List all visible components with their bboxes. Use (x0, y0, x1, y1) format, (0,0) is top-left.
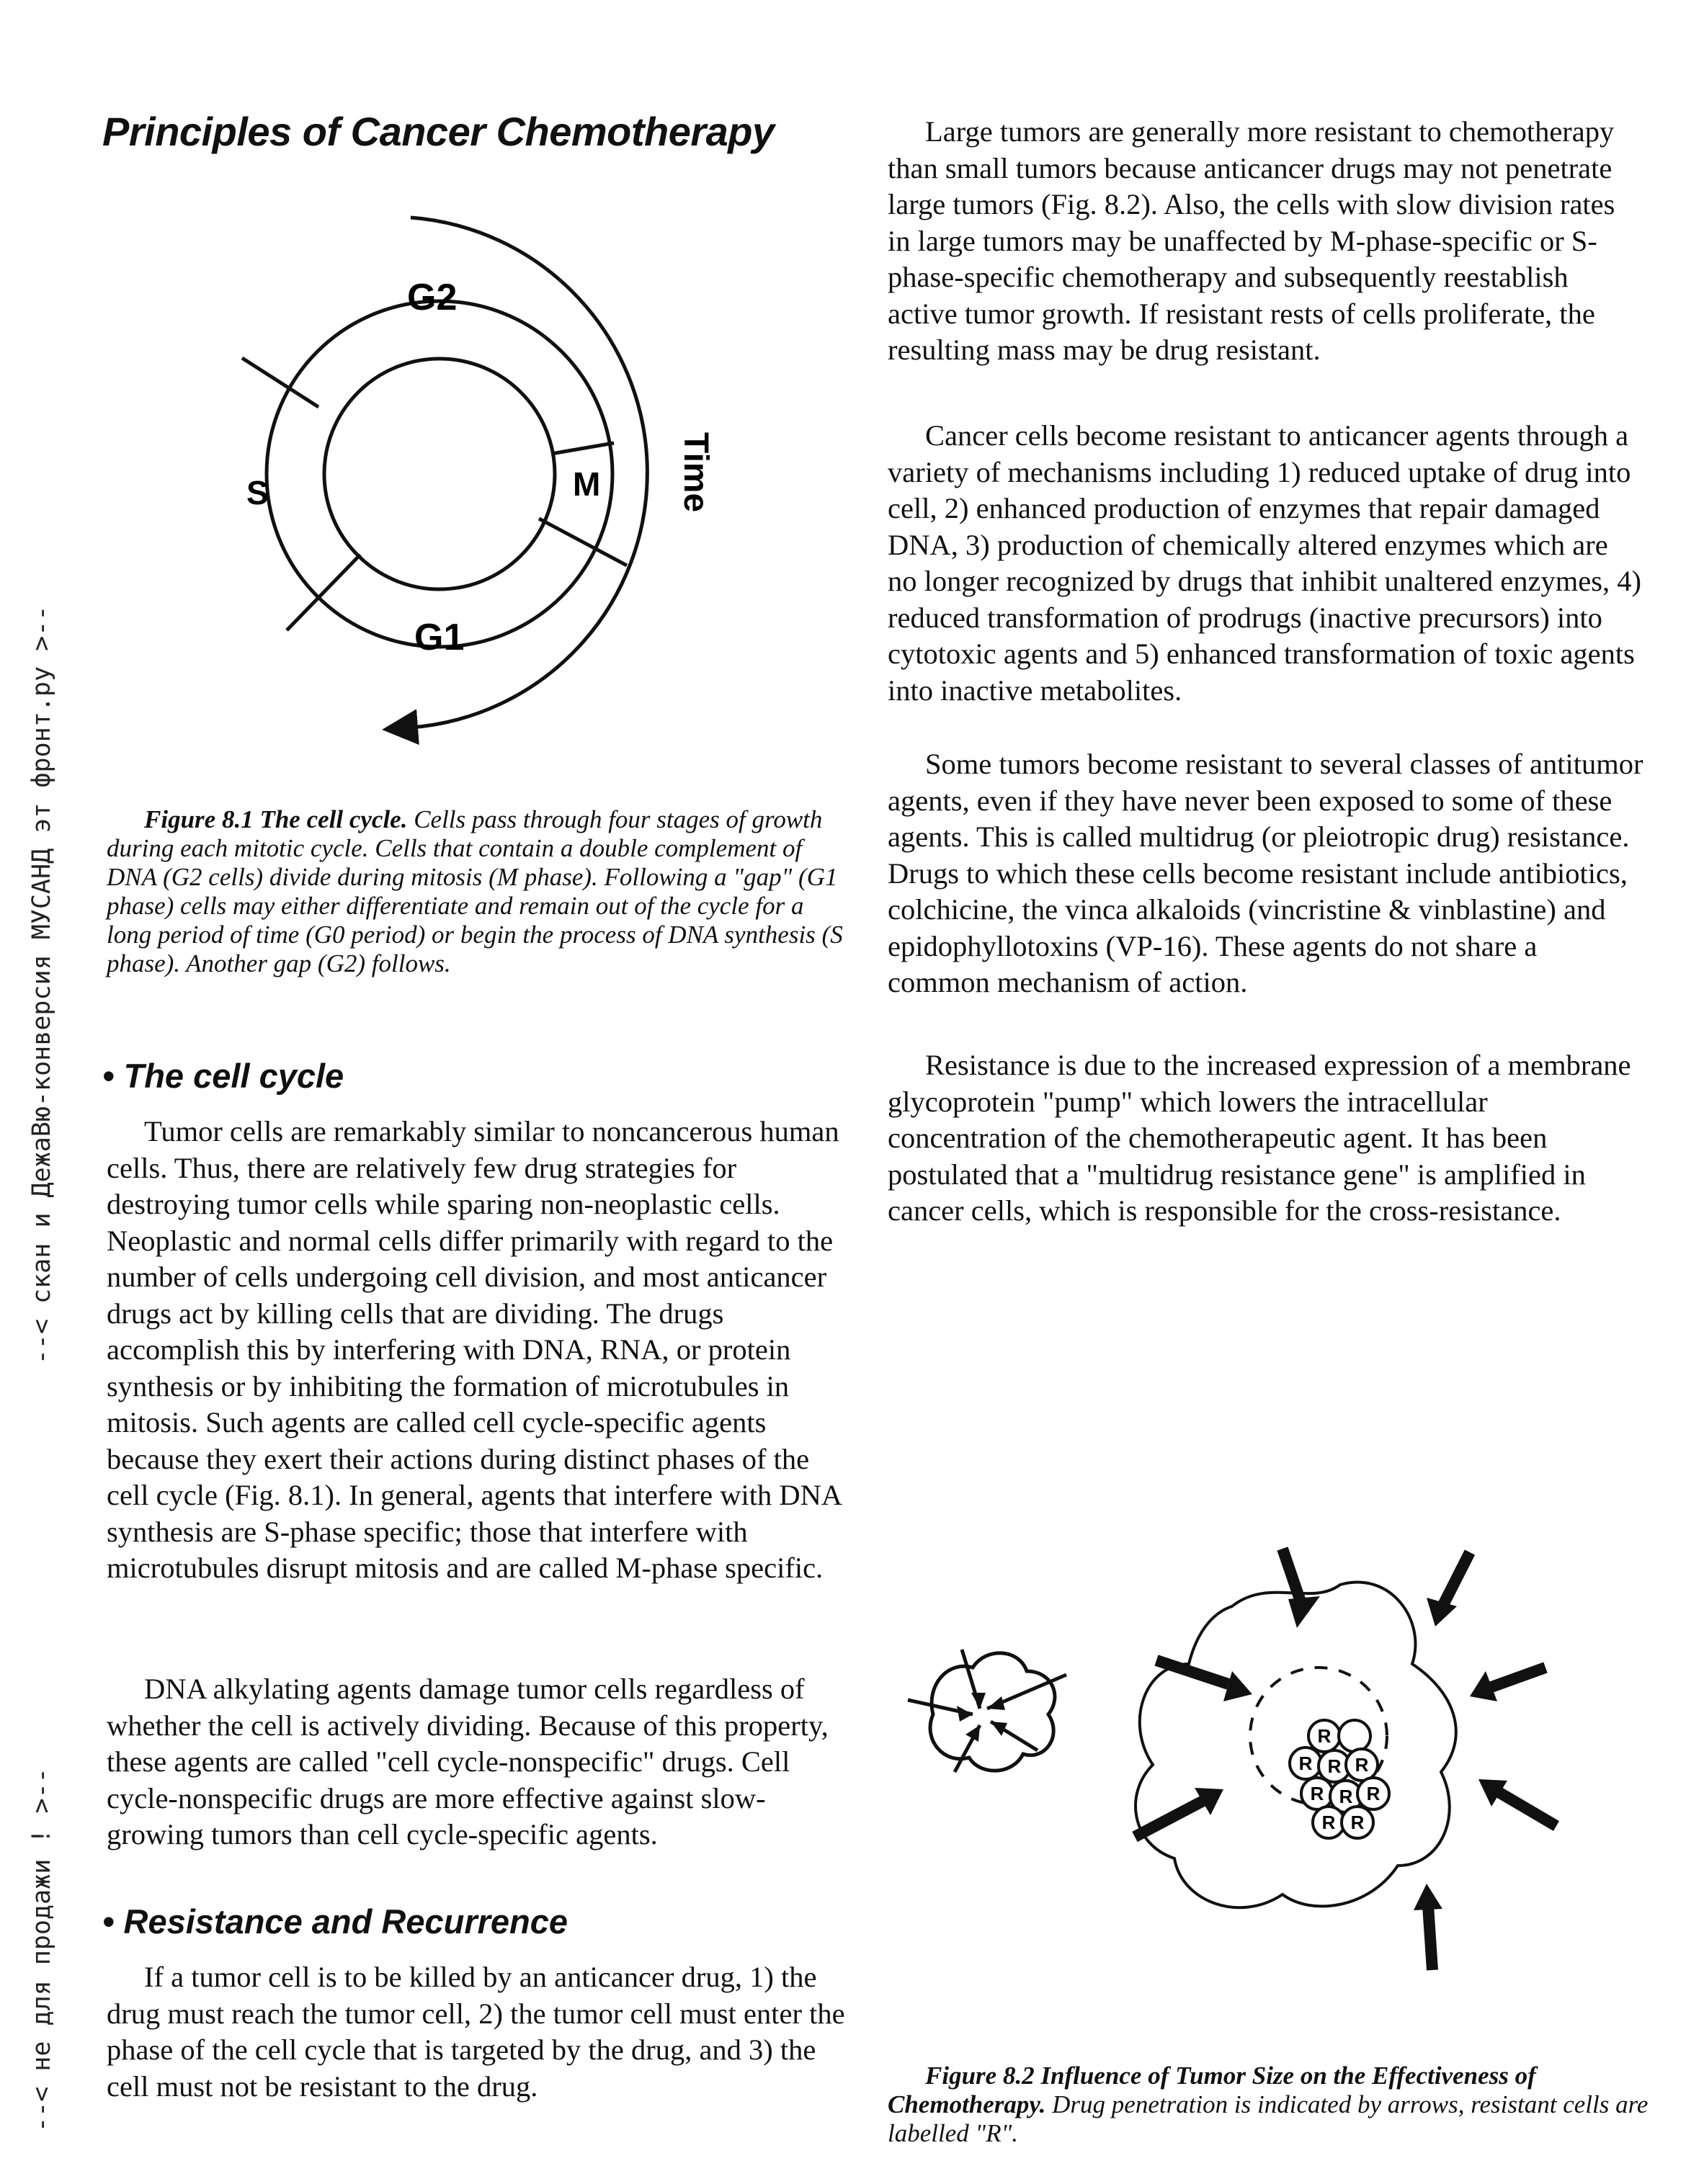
right-paragraph-3: Some tumors become resistant to several … (888, 748, 1643, 998)
tumor-size-diagram: R R R R R R R R R (907, 1547, 1560, 1971)
divider-g2-m (550, 441, 615, 456)
right-paragraph-2: Cancer cells become resistant to antican… (888, 419, 1641, 707)
label-g1: G1 (414, 617, 464, 658)
resistant-label: R (1355, 1754, 1369, 1776)
heading-cell-cycle: • The cell cycle (102, 1057, 344, 1095)
label-g2: G2 (407, 277, 457, 318)
label-time: Time (677, 432, 715, 512)
resistance-paragraph-1: If a tumor cell is to be killed by an an… (107, 1961, 845, 2103)
right-paragraph-1: Large tumors are generally more resistan… (888, 115, 1615, 366)
cell-cycle-paragraph-1: Tumor cells are remarkably similar to no… (107, 1115, 841, 1584)
small-tumor (907, 1649, 1067, 1773)
label-m: M (573, 465, 600, 503)
resistant-label: R (1299, 1753, 1313, 1774)
drug-penetration-arrows (1132, 1547, 1560, 1971)
figure-8-1-caption-text: Cells pass through four stages of growth… (107, 805, 843, 977)
resistant-label: R (1351, 1812, 1365, 1833)
resistant-label: R (1367, 1783, 1380, 1804)
figure-8-1-caption-label: Figure 8.1 The cell cycle. (144, 805, 408, 833)
resistant-cell-cluster (1288, 1719, 1391, 1840)
figure-8-2-caption: Figure 8.2 Influence of Tumor Size on th… (888, 2062, 1651, 2148)
resistant-label: R (1311, 1783, 1324, 1804)
heading-resistance: • Resistance and Recurrence (102, 1902, 568, 1941)
side-watermark: --< не для продажи ! >-- --< скан и Дежа… (20, 259, 63, 2132)
watermark-upper: --< скан и ДежаВю-конверсия МУСАНД эт фр… (27, 605, 56, 1365)
resistant-cell-labels: R R R R R R R R R (1299, 1725, 1380, 1833)
cycle-outer-ring (264, 299, 615, 649)
figure-8-2-caption-label: Figure 8.2 Influence of Tumor Size on th… (888, 2062, 1536, 2118)
divider-m-g1 (537, 516, 628, 568)
time-arrow (382, 215, 649, 746)
right-paragraph-4: Resistance is due to the increased expre… (888, 1049, 1631, 1227)
cell-cycle-diagram: G2 S M G1 Time (241, 215, 715, 746)
large-tumor (1134, 1580, 1458, 1910)
resistant-label: R (1339, 1786, 1353, 1807)
cell-cycle-paragraph-2: DNA alkylating agents damage tumor cells… (107, 1673, 829, 1850)
page-title: Principles of Cancer Chemotherapy (102, 109, 775, 154)
resistant-label: R (1328, 1755, 1342, 1777)
figure-8-1-caption: Figure 8.1 The cell cycle. Cells pass th… (107, 805, 849, 978)
label-s: S (246, 474, 269, 511)
small-tumor-arrowheads (957, 1693, 1007, 1742)
divider-s-g1 (285, 553, 362, 632)
watermark-lower: --< не для продажи ! >-- (27, 1768, 56, 2132)
resistant-label: R (1318, 1725, 1331, 1747)
cycle-inner-ring (322, 357, 557, 591)
divider-g2-s (241, 356, 320, 409)
figure-8-2-caption-text: Drug penetration is indicated by arrows,… (888, 2090, 1649, 2147)
resistant-label: R (1322, 1812, 1336, 1833)
